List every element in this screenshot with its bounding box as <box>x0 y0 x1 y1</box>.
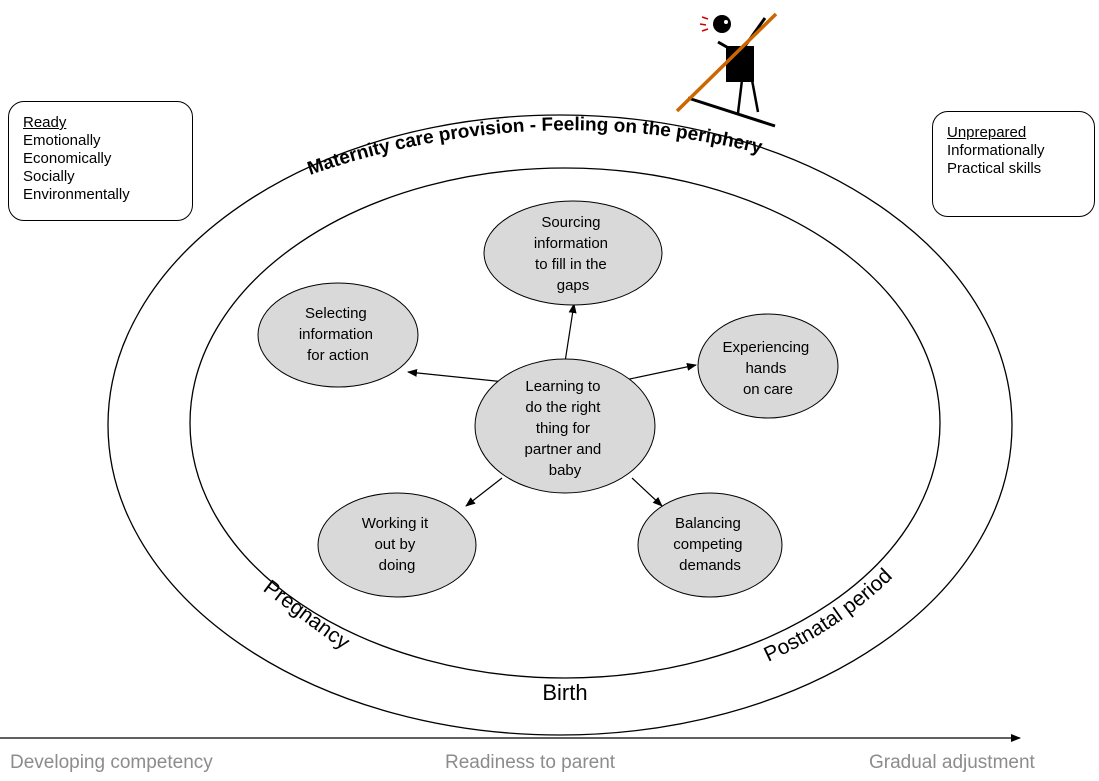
ready-item: Socially <box>23 168 75 185</box>
unprepared-header: Unprepared <box>947 124 1027 141</box>
arrow-to-working <box>465 477 503 507</box>
outer-ring <box>107 114 1013 736</box>
node-center <box>474 358 656 494</box>
inner-ring <box>189 167 941 679</box>
unprepared-item: Informationally <box>947 142 1045 159</box>
arrow-to-balancing <box>631 477 663 507</box>
node-selecting <box>257 282 419 388</box>
node-sourcing-label: Sourcing information to fill in the gaps <box>534 214 612 294</box>
ready-item: Economically <box>23 150 112 167</box>
phase-label-pregnancy: Pregnancy <box>259 576 354 655</box>
node-working-label: Working it out by doing <box>362 515 433 574</box>
unprepared-box: Unprepared Informationally Practical ski… <box>932 111 1095 217</box>
node-balancing-label: Balancing competing demands <box>673 515 746 574</box>
ready-header: Ready <box>23 114 67 131</box>
unprepared-item: Practical skills <box>947 160 1042 177</box>
node-balancing <box>637 492 783 598</box>
outer-ring-label: Maternity care provision - Feeling on th… <box>305 114 765 179</box>
node-experiencing-label: Experiencing hands on care <box>723 339 814 398</box>
timeline-label-left: Developing competency <box>10 752 213 773</box>
arrow-to-experiencing <box>624 362 697 381</box>
arrow-to-selecting <box>407 368 506 383</box>
node-working <box>317 492 477 598</box>
node-sourcing <box>483 200 663 306</box>
tightrope-figure-icon <box>675 12 778 128</box>
arrow-to-sourcing <box>564 303 577 363</box>
phase-label-birth: Birth <box>542 680 587 705</box>
node-selecting-label: Selecting information for action <box>299 305 377 364</box>
ready-item: Emotionally <box>23 132 101 149</box>
node-experiencing <box>697 313 839 419</box>
timeline-label-right: Gradual adjustment <box>869 752 1035 773</box>
node-center-label: Learning to do the right thing for partn… <box>525 378 606 479</box>
ready-box: Ready Emotionally Economically Socially … <box>8 101 193 221</box>
timeline-label-middle: Readiness to parent <box>445 752 616 773</box>
ready-item: Environmentally <box>23 186 130 203</box>
phase-label-postnatal: Postnatal period <box>760 564 896 666</box>
